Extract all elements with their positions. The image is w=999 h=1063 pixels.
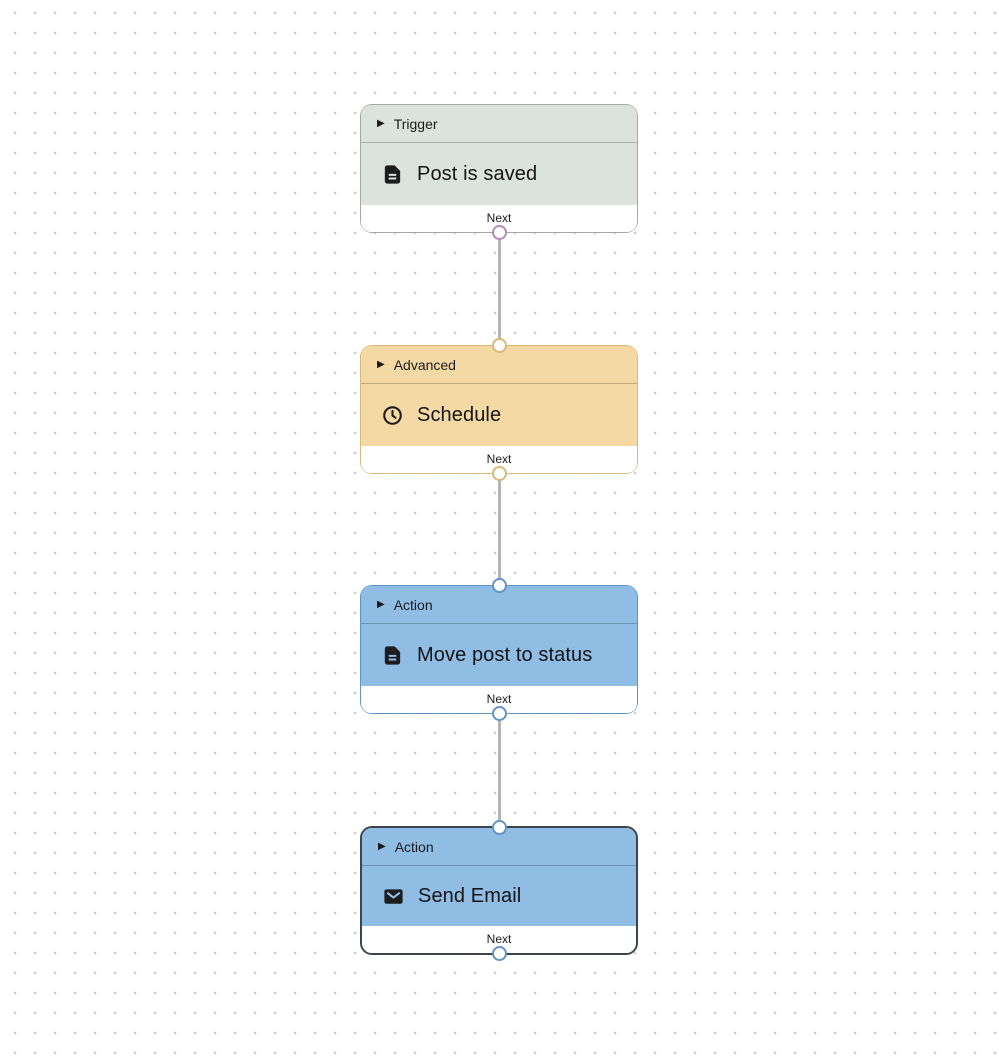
node-surface: ▶ Action Move post to status Next — [361, 586, 637, 713]
node-action-move-post-to-status[interactable]: ▶ Action Move post to status Next — [360, 578, 638, 721]
collapse-triangle-icon[interactable]: ▶ — [377, 358, 385, 370]
collapse-triangle-icon[interactable]: ▶ — [377, 598, 385, 610]
node-surface: ▶ Trigger Post is saved Next — [361, 105, 637, 232]
output-handle-next[interactable] — [491, 946, 507, 961]
node-title: Schedule — [417, 403, 502, 426]
edge-trigger-to-schedule[interactable] — [497, 233, 501, 345]
node-category-label: Action — [393, 596, 433, 613]
edge-schedule-to-move-post[interactable] — [497, 474, 501, 585]
collapse-triangle-icon[interactable]: ▶ — [378, 840, 386, 852]
node-category-label: Trigger — [393, 115, 438, 132]
node-title: Move post to status — [417, 643, 593, 666]
next-port-label: Next — [486, 452, 512, 466]
node-body[interactable]: Move post to status — [361, 624, 637, 686]
mail-icon — [382, 885, 405, 908]
node-surface: ▶ Action Send Email Next — [362, 828, 636, 953]
output-handle-next[interactable] — [491, 466, 507, 481]
node-title: Send Email — [418, 884, 522, 907]
next-port-label: Next — [486, 692, 512, 706]
node-header[interactable]: ▶ Trigger — [361, 105, 637, 143]
node-body[interactable]: Send Email — [362, 866, 636, 926]
node-surface: ▶ Advanced Schedule Next — [361, 346, 637, 473]
node-action-send-email[interactable]: ▶ Action Send Email Next — [360, 820, 638, 961]
input-handle[interactable] — [491, 578, 507, 593]
input-handle[interactable] — [491, 820, 507, 835]
output-handle-next[interactable] — [491, 225, 507, 240]
next-port-label: Next — [486, 211, 512, 225]
next-port-label: Next — [486, 932, 512, 946]
node-category-label: Action — [394, 838, 434, 855]
output-handle-next[interactable] — [491, 706, 507, 721]
document-icon — [381, 163, 404, 186]
node-header[interactable]: ▶ Action — [361, 586, 637, 624]
node-title: Post is saved — [417, 162, 538, 185]
input-handle[interactable] — [491, 338, 507, 353]
node-trigger-post-is-saved[interactable]: ▶ Trigger Post is saved Next — [360, 104, 638, 240]
clock-icon — [381, 404, 404, 427]
node-body[interactable]: Schedule — [361, 384, 637, 446]
document-icon — [381, 644, 404, 667]
node-category-label: Advanced — [393, 356, 456, 373]
node-advanced-schedule[interactable]: ▶ Advanced Schedule Next — [360, 338, 638, 481]
edge-move-post-to-send-email[interactable] — [497, 714, 501, 826]
collapse-triangle-icon[interactable]: ▶ — [377, 117, 385, 129]
node-body[interactable]: Post is saved — [361, 143, 637, 205]
